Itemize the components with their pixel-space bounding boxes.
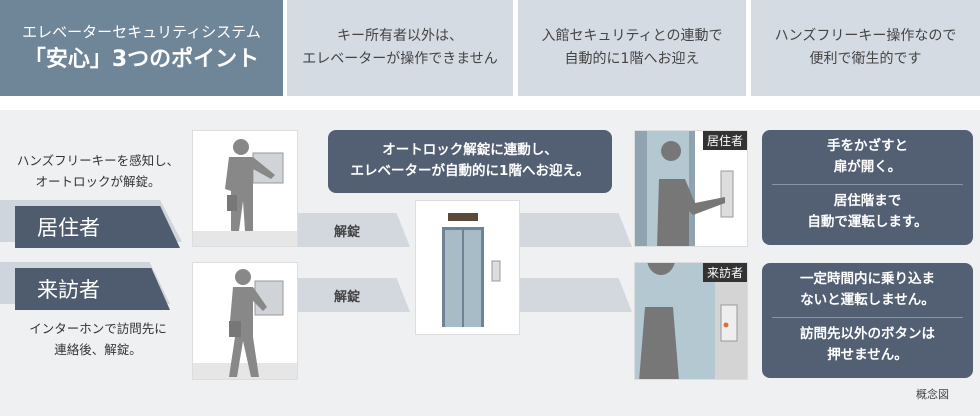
visitor-result-box: 一定時間内に乗り込ま ないと運転しません。 訪問先以外のボタンは 押せません。 (762, 263, 973, 378)
desc-line: ハンズフリーキーを感知し、 (16, 153, 180, 168)
callout-line: エレベーターが自動的に1階へお迎え。 (350, 163, 590, 179)
header-point-1: キー所有者以外は、 エレベーターが操作できません (287, 0, 513, 96)
resident-unlock-arrow: 解錠 (298, 213, 410, 247)
resident-label: 居住者 (37, 216, 100, 240)
elevator-icon (442, 213, 501, 327)
point-text: 入館セキュリティとの連動で (541, 28, 723, 44)
result-line: 訪問先以外のボタンは (800, 326, 935, 342)
resident-hand-scan-icon (635, 131, 734, 246)
resident-result-arrow (520, 213, 632, 247)
point-text: 便利で衛生的です (809, 51, 922, 67)
desc-line: オートロックが解錠。 (35, 174, 161, 189)
resident-banner: 居住者 (15, 206, 180, 248)
result-line: 手をかざすと (827, 138, 908, 154)
visitor-elevator-illustration: 来訪者 (634, 262, 748, 380)
auto-call-callout: オートロック解錠に連動し、 エレベーターが自動的に1階へお迎え。 (328, 130, 612, 193)
header-title-box: エレベーターセキュリティシステム 「安心」3つのポイント (0, 0, 283, 96)
header-point-3: ハンズフリーキー操作なので 便利で衛生的です (751, 0, 980, 96)
visitor-result-arrow (520, 278, 632, 312)
callout-line: オートロック解錠に連動し、 (382, 142, 558, 158)
header-point-2: 入館セキュリティとの連動で 自動的に1階へお迎え (518, 0, 746, 96)
resident-entrance-illustration (192, 130, 298, 247)
header-title-line1: エレベーターセキュリティシステム (22, 22, 261, 41)
point-text: 自動的に1階へお迎え (564, 51, 700, 67)
divider (772, 184, 963, 185)
concept-note: 概念図 (916, 388, 949, 401)
result-line: 押せません。 (827, 347, 908, 363)
result-line: 自動で運転します。 (807, 214, 928, 230)
resident-description: ハンズフリーキーを感知し、 オートロックが解錠。 (8, 150, 188, 192)
visitor-tag: 来訪者 (702, 263, 747, 282)
visitor-unlock-arrow: 解錠 (298, 278, 410, 312)
result-line: 居住階まで (833, 193, 902, 209)
desc-line: インターホンで訪問先に (29, 321, 167, 336)
result-line: 一定時間内に乗り込ま (800, 271, 935, 287)
unlock-label: 解錠 (334, 224, 361, 240)
point-text: エレベーターが操作できません (302, 51, 498, 67)
visitor-description: インターホンで訪問先に 連絡後、解錠。 (8, 318, 188, 360)
result-line: 扉が開く。 (833, 159, 902, 175)
resident-tag: 居住者 (702, 131, 747, 150)
unlock-label: 解錠 (334, 289, 361, 305)
result-line: ないと運転しません。 (800, 292, 935, 308)
divider (772, 317, 963, 318)
elevator-illustration (415, 200, 520, 335)
visitor-silhouette-icon (193, 269, 297, 379)
desc-line: 連絡後、解錠。 (54, 342, 142, 357)
point-text: キー所有者以外は、 (337, 28, 463, 44)
resident-result-box: 手をかざすと 扉が開く。 居住階まで 自動で運転します。 (762, 130, 973, 245)
point-text: ハンズフリーキー操作なので (774, 28, 957, 44)
visitor-entrance-illustration (192, 262, 298, 380)
visitor-banner: 来訪者 (15, 268, 170, 310)
visitor-panel-icon (635, 263, 747, 379)
resident-silhouette-icon (193, 139, 297, 246)
header-title-line2: 「安心」3つのポイント (23, 46, 260, 72)
visitor-label: 来訪者 (37, 278, 100, 302)
resident-elevator-illustration: 居住者 (634, 130, 748, 247)
